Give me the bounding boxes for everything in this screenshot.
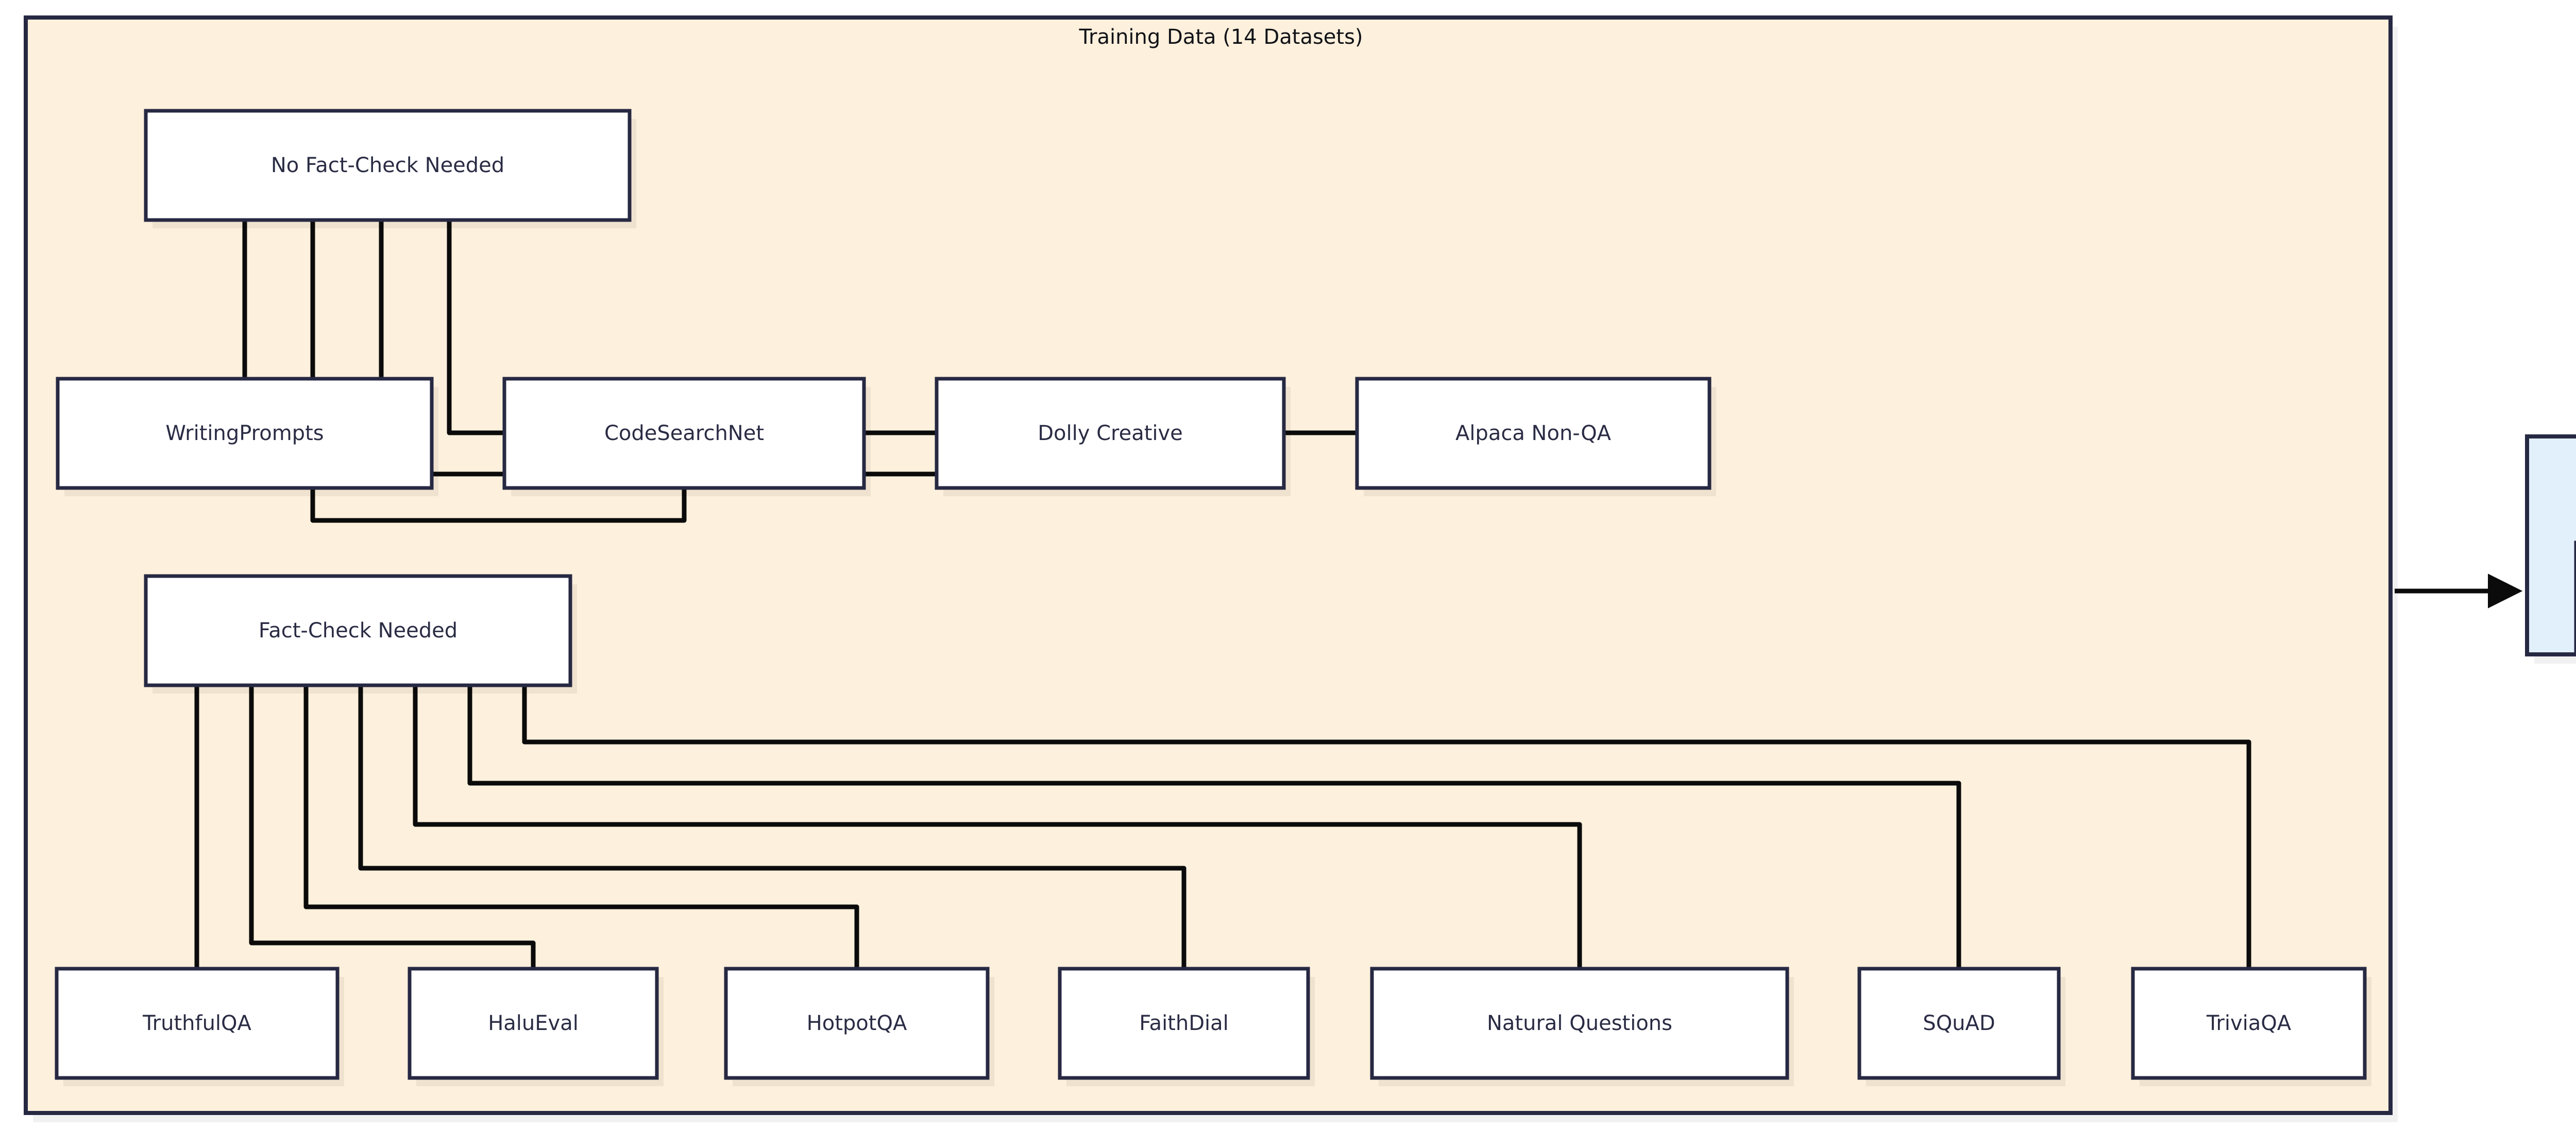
- node-truthfulqa[interactable]: TruthfulQA: [55, 967, 344, 1086]
- node-label: TruthfulQA: [142, 1011, 251, 1035]
- node-writingprompts[interactable]: WritingPrompts: [56, 377, 438, 496]
- node-natural-questions[interactable]: Natural Questions: [1370, 967, 1794, 1086]
- node-box[interactable]: [144, 109, 632, 222]
- node-halueval[interactable]: HaluEval: [408, 967, 664, 1086]
- node-box[interactable]: [502, 377, 866, 490]
- edge-fcn-squad: [467, 685, 1976, 1008]
- node-alpaca-non-qa[interactable]: Alpaca Non-QA: [1355, 377, 1716, 496]
- node-label: HotpotQA: [807, 1011, 907, 1035]
- node-label: Natural Questions: [1487, 1011, 1672, 1035]
- node-box[interactable]: [55, 967, 340, 1080]
- node-faithdial[interactable]: FaithDial: [1058, 967, 1315, 1086]
- node-box[interactable]: [56, 377, 434, 490]
- node-label: SQuAD: [1923, 1011, 1995, 1035]
- edge-fcn-faithdial: [358, 685, 1201, 1008]
- edge-fcn-hotpotqa: [303, 685, 874, 1008]
- node-dolly-creative[interactable]: Dolly Creative: [935, 377, 1291, 496]
- cluster-box: [2525, 434, 2576, 656]
- node-hotpotqa[interactable]: HotpotQA: [724, 967, 994, 1086]
- cluster-title: Training Data (14 Datasets): [1078, 25, 1363, 49]
- node-fact-check-needed[interactable]: Fact-Check Needed: [144, 574, 577, 694]
- node-box[interactable]: [1857, 967, 2061, 1080]
- node-label: TriviaQA: [2206, 1011, 2292, 1035]
- node-label: No Fact-Check Needed: [271, 154, 504, 177]
- node-box[interactable]: [724, 967, 990, 1080]
- node-squad[interactable]: SQuAD: [1857, 967, 2065, 1086]
- node-no-fact-check-needed[interactable]: No Fact-Check Needed: [144, 109, 636, 228]
- node-label: CodeSearchNet: [604, 421, 764, 445]
- node-label: Alpaca Non-QA: [1455, 421, 1612, 445]
- node-label: HaluEval: [488, 1011, 579, 1035]
- node-label: Dolly Creative: [1038, 421, 1183, 445]
- node-label: WritingPrompts: [165, 421, 324, 445]
- node-box[interactable]: [2131, 967, 2367, 1080]
- node-label: FaithDial: [1139, 1011, 1229, 1035]
- node-box[interactable]: [1355, 377, 1711, 490]
- node-label: Fact-Check Needed: [259, 619, 457, 643]
- node-codesearchnet[interactable]: CodeSearchNet: [502, 377, 871, 496]
- node-box[interactable]: [408, 967, 659, 1080]
- edge-fcn-natural-questions: [413, 685, 1597, 1008]
- node-box[interactable]: [1058, 967, 1310, 1080]
- edge-fcn-triviaqa: [522, 685, 2266, 1008]
- cluster-halugate-sentinel: HaluGate Sentinel: [2525, 434, 2576, 664]
- node-triviaqa[interactable]: TriviaQA: [2131, 967, 2371, 1086]
- node-box[interactable]: [1370, 967, 1789, 1080]
- node-box[interactable]: [935, 377, 1286, 490]
- node-box[interactable]: [144, 574, 572, 687]
